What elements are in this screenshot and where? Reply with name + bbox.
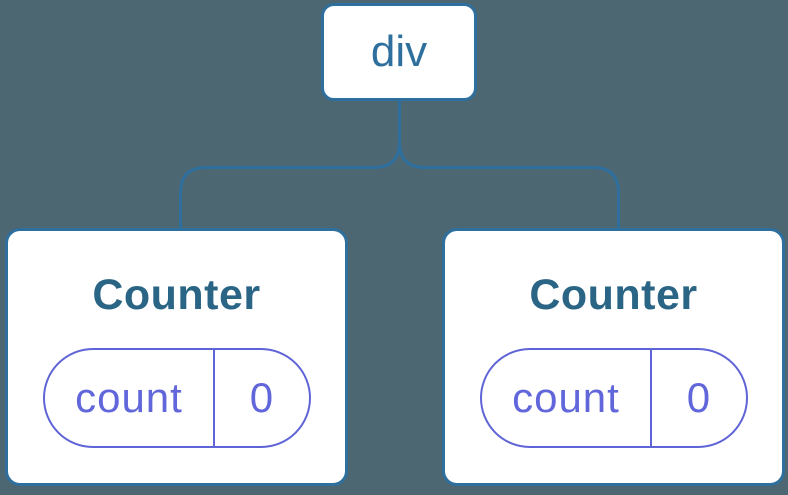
state-pill-divider (650, 350, 653, 446)
state-pill: count 0 (479, 348, 748, 448)
connector-root-to-left-child (179, 101, 401, 229)
state-pill-divider (213, 350, 216, 446)
counter-title: Counter (529, 271, 698, 319)
state-value-section: 0 (652, 350, 745, 446)
state-value-section: 0 (215, 350, 308, 446)
state-value-label: 0 (686, 374, 712, 421)
counter-card-left: Counter count 0 (5, 228, 348, 486)
state-key-label: count (75, 374, 183, 421)
state-key-section: count (482, 350, 651, 446)
counter-title: Counter (92, 271, 261, 319)
root-node-div: div (321, 3, 477, 101)
counter-card-right: Counter count 0 (442, 228, 785, 486)
state-pill: count 0 (42, 348, 311, 448)
state-key-section: count (45, 350, 214, 446)
connector-root-to-right-child (398, 101, 620, 229)
state-key-label: count (512, 374, 620, 421)
root-node-label: div (370, 27, 428, 76)
state-value-label: 0 (249, 374, 275, 421)
